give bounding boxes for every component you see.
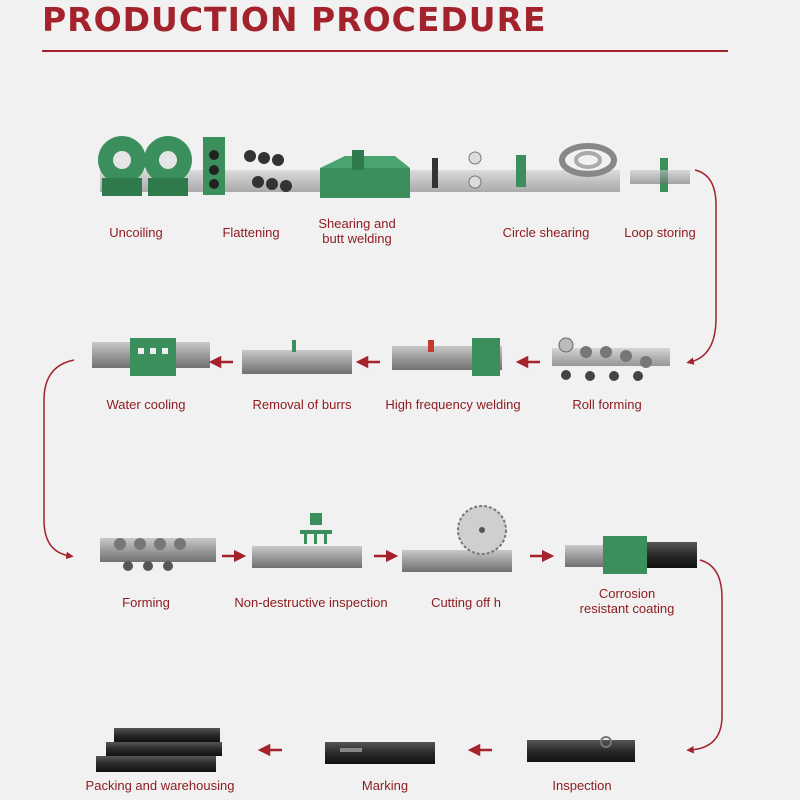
flow-arrows xyxy=(208,355,555,757)
label-marking: Marking xyxy=(361,778,409,793)
forming-unit xyxy=(100,538,216,571)
label-shearing-line2: butt welding xyxy=(322,231,392,246)
roll-forming-unit xyxy=(552,337,670,381)
coating-unit xyxy=(565,536,697,574)
marking-pipe xyxy=(325,742,435,764)
cutting-unit xyxy=(402,505,512,572)
shearing-welding-machine xyxy=(320,150,410,198)
label-circle-shearing: Circle shearing xyxy=(502,225,590,240)
label-shearing: Shearing and butt welding xyxy=(318,216,395,246)
label-roll-forming: Roll forming xyxy=(572,397,642,412)
label-ndi: Non-destructive inspection xyxy=(234,595,388,610)
label-corrosion: Corrosion resistant coating xyxy=(580,586,675,616)
hf-welding-unit xyxy=(392,338,502,376)
water-cooling-unit xyxy=(92,338,210,376)
label-flattening: Flattening xyxy=(222,225,280,240)
title-underline xyxy=(42,50,728,52)
label-shearing-line1: Shearing and xyxy=(318,216,396,231)
circle-shearing-machine xyxy=(432,151,526,189)
loop-storage-coil xyxy=(559,143,690,192)
flattening-machine xyxy=(203,137,292,195)
connector-curves xyxy=(43,169,723,754)
label-corrosion-line1: Corrosion xyxy=(598,586,656,601)
label-forming: Forming xyxy=(122,595,170,610)
label-loop-storing: Loop storing xyxy=(624,225,696,240)
label-uncoiling: Uncoiling xyxy=(109,225,163,240)
label-inspection: Inspection xyxy=(552,778,612,793)
label-water-cooling: Water cooling xyxy=(106,397,186,412)
packed-pipes xyxy=(96,728,222,772)
label-hf-welding: High frequency welding xyxy=(385,397,521,412)
inspection-pipe xyxy=(527,736,635,762)
label-packing: Packing and warehousing xyxy=(85,778,235,793)
label-corrosion-line2: resistant coating xyxy=(579,601,675,616)
page-title: PRODUCTION PROCEDURE xyxy=(42,0,547,39)
label-cutting-off: Cutting off h xyxy=(431,595,501,610)
label-removal-burrs: Removal of burrs xyxy=(252,397,352,412)
deburring-unit xyxy=(242,340,352,374)
ndi-unit xyxy=(252,513,362,568)
uncoiler-machine xyxy=(98,136,620,196)
